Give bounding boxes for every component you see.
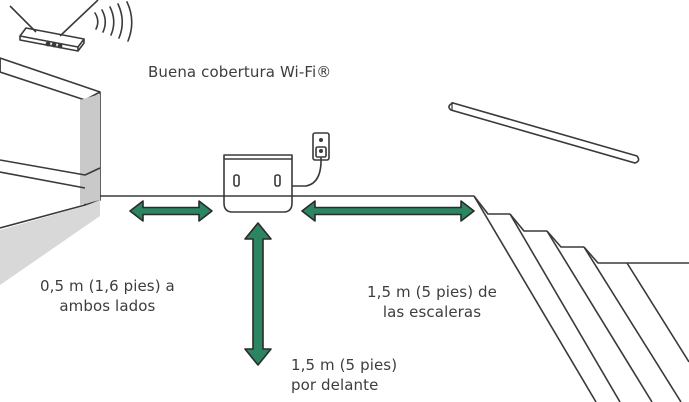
stairs-clearance-label: 1,5 m (5 pies) de las escaleras [367, 282, 497, 322]
clearance-arrows [129, 200, 475, 366]
power-outlet-icon [292, 132, 330, 187]
side-clearance-line-1: 0,5 m (1,6 pies) a [40, 277, 175, 295]
front-clearance-line-1: 1,5 m (5 pies) [291, 356, 398, 374]
side-clearance-label: 0,5 m (1,6 pies) a ambos lados [40, 276, 175, 316]
front-clearance-line-2: por delante [291, 376, 379, 394]
shelf [0, 57, 101, 285]
stairs [473, 195, 689, 402]
side-clearance-line-2: ambos lados [59, 297, 156, 315]
charging-base-icon [223, 154, 293, 213]
router-icon [9, 0, 99, 52]
wifi-coverage-label: Buena cobertura Wi-Fi® [148, 63, 332, 81]
front-clearance-label: 1,5 m (5 pies) por delante [291, 355, 397, 395]
stairs-clearance-arrow [301, 200, 475, 222]
side-clearance-arrow [129, 200, 213, 222]
wifi-signal-icon [94, 1, 133, 42]
front-clearance-arrow [244, 222, 272, 366]
stairs-clearance-line-1: 1,5 m (5 pies) de [367, 283, 497, 301]
stairs-clearance-line-2: las escaleras [382, 303, 482, 321]
handrail [448, 102, 640, 164]
